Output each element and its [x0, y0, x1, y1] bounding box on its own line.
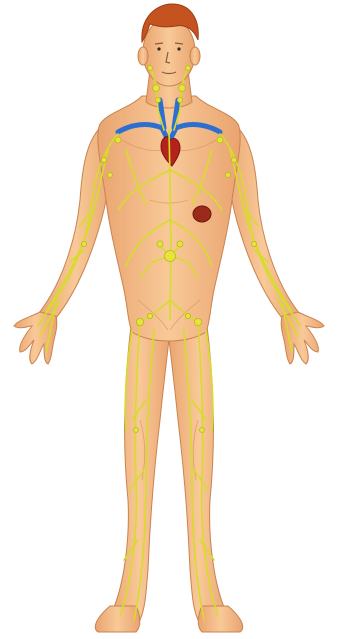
- left-hand: [14, 312, 57, 364]
- lymph-node-icon: [251, 241, 256, 246]
- lymph-node-icon: [217, 137, 223, 143]
- lymph-node-icon: [186, 66, 191, 71]
- lymph-node-icon: [101, 157, 106, 162]
- left-leg: [108, 318, 170, 628]
- lymph-node-icon: [226, 173, 231, 178]
- lymph-node-icon: [134, 428, 139, 433]
- lymph-node-icon: [108, 173, 113, 178]
- lymph-node-icon: [200, 428, 205, 433]
- spleen-icon: [193, 206, 211, 222]
- lymph-node-icon: [148, 66, 153, 71]
- human-body-icon: [14, 18, 324, 632]
- lymph-node-icon: [153, 85, 160, 92]
- right-foot: [198, 606, 242, 632]
- left-eye: [157, 47, 160, 50]
- lymph-node-icon: [165, 251, 176, 262]
- lymph-node-icon: [157, 241, 163, 247]
- head: [143, 18, 195, 86]
- lymph-node-icon: [177, 241, 183, 247]
- lymph-node-icon: [147, 313, 152, 318]
- lymph-node-icon: [155, 97, 160, 102]
- lymph-node-icon: [81, 241, 86, 246]
- left-ear: [138, 47, 148, 65]
- lymph-node-icon: [194, 318, 201, 325]
- lymph-node-icon: [231, 157, 236, 162]
- right-eye: [177, 47, 180, 50]
- lymph-node-icon: [115, 137, 121, 143]
- lymph-node-icon: [177, 97, 182, 102]
- right-leg: [168, 318, 230, 628]
- lymph-node-icon: [185, 313, 190, 318]
- right-ear: [190, 47, 200, 65]
- lymph-node-icon: [136, 318, 143, 325]
- left-foot: [95, 606, 139, 632]
- right-hand: [281, 312, 324, 364]
- lymph-node-icon: [179, 85, 186, 92]
